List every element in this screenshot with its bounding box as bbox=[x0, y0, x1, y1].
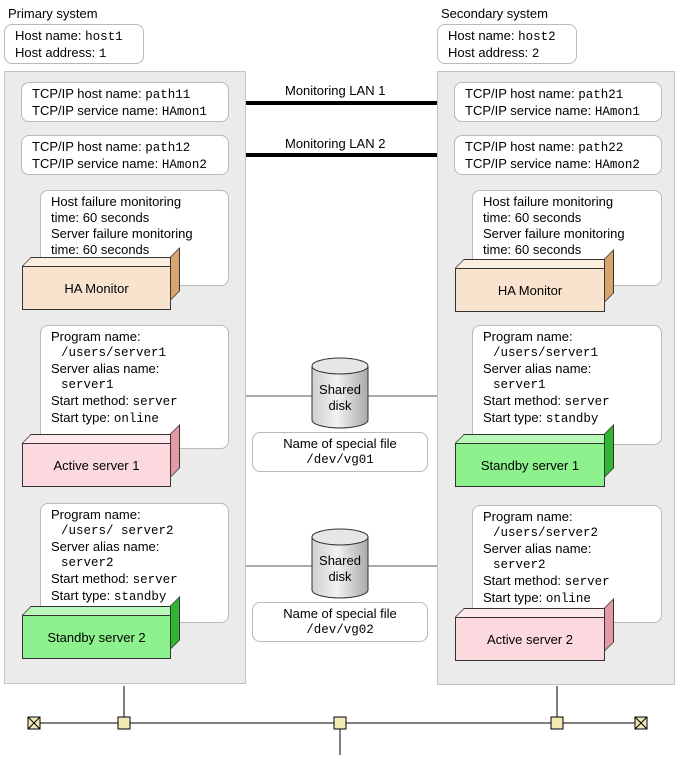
primary-server1-box: Program name: /users/server1 Server alia… bbox=[40, 325, 229, 449]
special-file-2-box: Name of special file /dev/vg02 bbox=[252, 602, 428, 642]
secondary-server1-box: Program name: /users/server1 Server alia… bbox=[472, 325, 662, 445]
bus-tap-center bbox=[333, 716, 347, 730]
bus-tap-primary bbox=[117, 716, 131, 730]
primary-system-title: Primary system bbox=[8, 6, 98, 21]
bus-terminator-right bbox=[634, 716, 648, 730]
bus-tap-secondary bbox=[550, 716, 564, 730]
primary-server2-box: Program name: /users/ server2 Server ali… bbox=[40, 503, 229, 623]
secondary-server2-box: Program name: /users/server2 Server alia… bbox=[472, 505, 662, 623]
primary-lan2-box: TCP/IP host name: path12 TCP/IP service … bbox=[21, 135, 229, 175]
bus-terminator-left bbox=[27, 716, 41, 730]
secondary-host-box: Host name: host2 Host address: 2 bbox=[437, 24, 577, 64]
secondary-ha-monitor-label: HA Monitor bbox=[497, 282, 563, 298]
monitoring-lan-1-label: Monitoring LAN 1 bbox=[285, 83, 386, 98]
primary-ha-monitor-block: HA Monitor bbox=[22, 247, 180, 310]
shared-disk-2-label: Shared disk bbox=[319, 553, 361, 584]
shared-disk-1-label: Shared disk bbox=[319, 382, 361, 413]
primary-active-server1-block: Active server 1 bbox=[22, 424, 180, 487]
secondary-server1-block-label: Standby server 1 bbox=[480, 457, 580, 473]
secondary-lan2-box: TCP/IP host name: path22 TCP/IP service … bbox=[454, 135, 662, 175]
secondary-lan1-box: TCP/IP host name: path21 TCP/IP service … bbox=[454, 82, 662, 122]
primary-lan1-box: TCP/IP host name: path11 TCP/IP service … bbox=[21, 82, 229, 122]
secondary-system-title: Secondary system bbox=[441, 6, 548, 21]
primary-host-box: Host name: host1 Host address: 1 bbox=[4, 24, 144, 64]
special-file-1-box: Name of special file /dev/vg01 bbox=[252, 432, 428, 472]
primary-server2-block-label: Standby server 2 bbox=[47, 629, 146, 645]
secondary-standby-server1-block: Standby server 1 bbox=[455, 424, 614, 487]
secondary-server2-block-label: Active server 2 bbox=[487, 631, 573, 647]
primary-server1-block-label: Active server 1 bbox=[53, 457, 140, 473]
primary-ha-monitor-label: HA Monitor bbox=[64, 280, 129, 296]
secondary-active-server2-block: Active server 2 bbox=[455, 598, 614, 661]
monitoring-lan-2-label: Monitoring LAN 2 bbox=[285, 136, 386, 151]
secondary-ha-monitor-block: HA Monitor bbox=[455, 249, 614, 312]
primary-standby-server2-block: Standby server 2 bbox=[22, 596, 180, 659]
